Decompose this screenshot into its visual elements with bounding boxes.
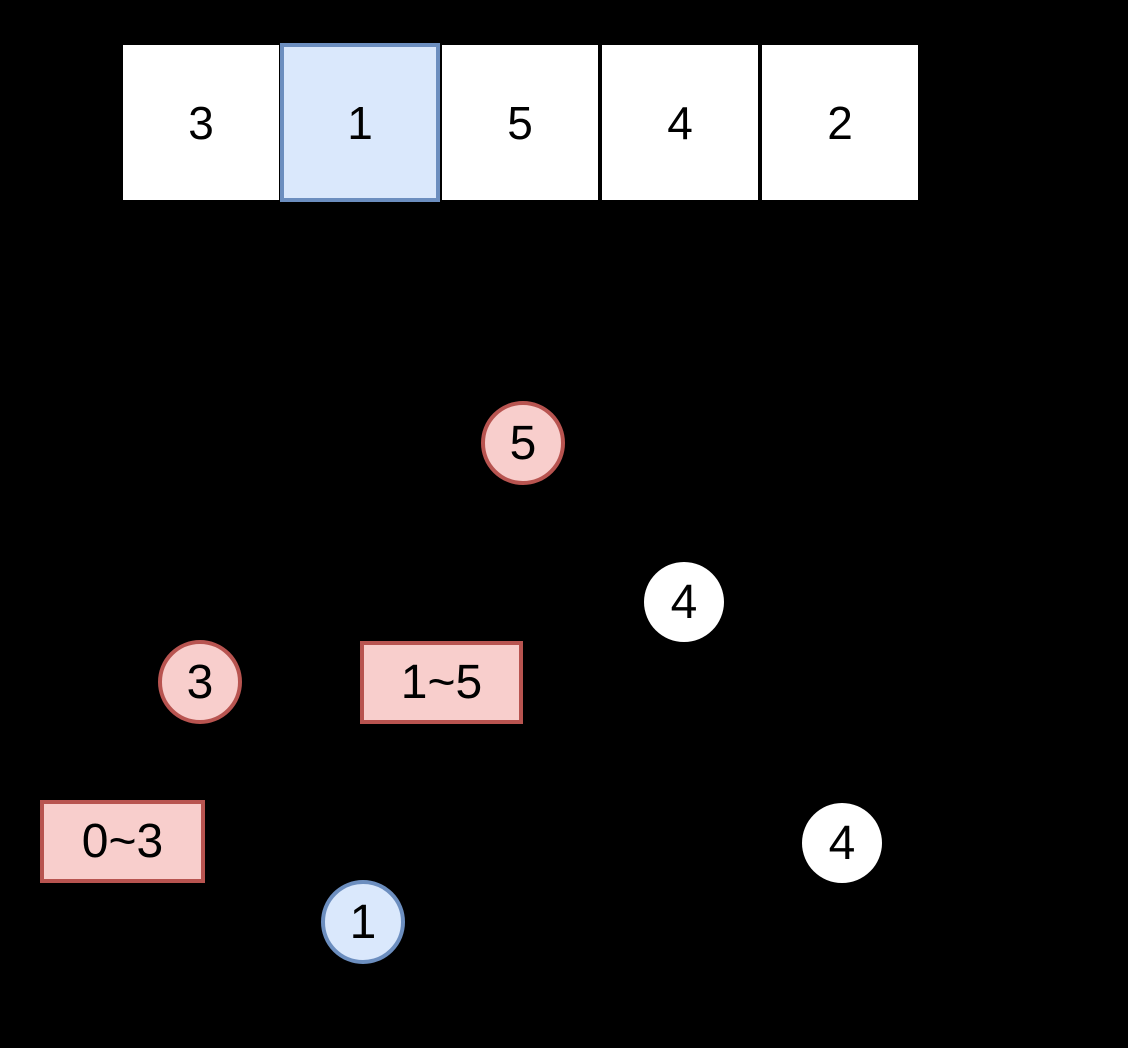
range-label-0-3: 0~3 [40,800,205,883]
array-cell-1-highlighted: 1 [280,43,440,202]
tree-node-1-current: 1 [321,880,405,964]
array-cell-3: 4 [600,43,760,202]
array-cell-2: 5 [440,43,600,202]
tree-node-4-upper: 4 [644,562,724,642]
tree-node-3-visited: 3 [158,640,242,724]
array-cell-0: 3 [121,43,281,202]
array-cell-4: 2 [760,43,920,202]
tree-node-5-visited: 5 [481,401,565,485]
tree-node-4-lower: 4 [802,803,882,883]
range-label-1-5: 1~5 [360,641,523,724]
